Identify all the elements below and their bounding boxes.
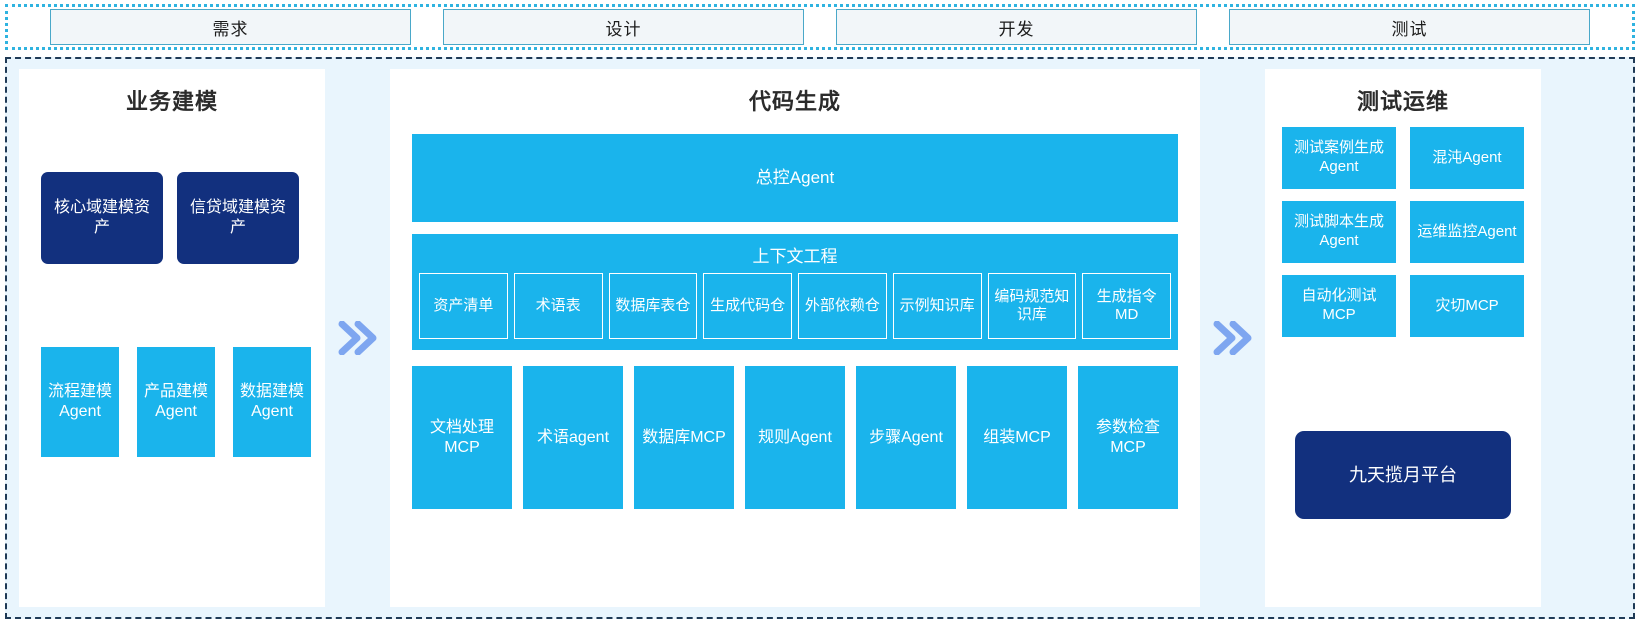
panel-title-test-ops: 测试运维 — [1356, 89, 1449, 114]
tool-assembly-mcp[interactable]: 组装MCP — [967, 366, 1067, 509]
context-engineering-title: 上下文工程 — [752, 247, 838, 266]
context-item-asset-inventory[interactable]: 资产清单 — [419, 273, 508, 339]
tools-row: 文档处理MCP 术语agent 数据库MCP 规则Agent 步骤Agent 组… — [412, 366, 1178, 509]
double-chevron-right-icon — [338, 321, 376, 355]
platform-jiutian-lanyue[interactable]: 九天揽月平台 — [1295, 431, 1511, 519]
tool-document-processing-mcp[interactable]: 文档处理MCP — [412, 366, 512, 509]
panel-title-business-modeling: 业务建模 — [125, 89, 218, 114]
context-item-generated-code-repo[interactable]: 生成代码仓 — [703, 273, 792, 339]
phase-box-development[interactable]: 开发 — [836, 9, 1197, 45]
ops-automated-test-mcp[interactable]: 自动化测试MCP — [1282, 275, 1396, 337]
ops-test-script-generation-agent[interactable]: 测试脚本生成Agent — [1282, 201, 1396, 263]
architecture-stage: 业务建模 核心域建模资产 信贷域建模资产 流程建模Agent 产品建模Agent… — [5, 57, 1635, 619]
asset-credit-domain[interactable]: 信贷域建模资产 — [177, 172, 299, 264]
ops-test-case-generation-agent[interactable]: 测试案例生成Agent — [1282, 127, 1396, 189]
phase-strip: 需求 设计 开发 测试 — [5, 4, 1635, 50]
phase-label: 需求 — [212, 19, 249, 39]
panel-code-generation: 代码生成 总控Agent 上下文工程 资产清单 术语表 数据库表仓 生成代码仓 … — [390, 69, 1200, 607]
context-item-db-table-repo[interactable]: 数据库表仓 — [608, 273, 698, 339]
context-item-external-dependency-repo[interactable]: 外部依赖仓 — [798, 273, 887, 339]
phase-label: 开发 — [998, 19, 1035, 39]
phase-label: 测试 — [1391, 19, 1428, 39]
tool-step-agent[interactable]: 步骤Agent — [856, 366, 956, 509]
ops-monitoring-agent[interactable]: 运维监控Agent — [1410, 201, 1524, 263]
tool-parameter-check-mcp[interactable]: 参数检查MCP — [1078, 366, 1178, 509]
phase-box-requirements[interactable]: 需求 — [50, 9, 411, 45]
phase-box-design[interactable]: 设计 — [443, 9, 804, 45]
panel-business-modeling: 业务建模 核心域建模资产 信贷域建模资产 流程建模Agent 产品建模Agent… — [19, 69, 325, 607]
tool-glossary-agent[interactable]: 术语agent — [523, 366, 623, 509]
context-engineering-block: 上下文工程 资产清单 术语表 数据库表仓 生成代码仓 外部依赖仓 示例知识库 编… — [412, 234, 1178, 350]
flow-arrow-left — [325, 69, 390, 607]
ops-chaos-agent[interactable]: 混沌Agent — [1410, 127, 1524, 189]
panel-title-code-generation: 代码生成 — [748, 89, 841, 114]
context-item-example-knowledge-base[interactable]: 示例知识库 — [892, 273, 982, 339]
flow-arrow-right — [1200, 69, 1265, 607]
test-ops-grid: 测试案例生成Agent 混沌Agent 测试脚本生成Agent 运维监控Agen… — [1282, 127, 1524, 337]
tool-rule-agent[interactable]: 规则Agent — [745, 366, 845, 509]
agent-data-modeling[interactable]: 数据建模Agent — [233, 347, 311, 457]
business-assets-group: 核心域建模资产 信贷域建模资产 — [41, 172, 299, 264]
phase-label: 设计 — [605, 19, 642, 39]
phase-box-testing[interactable]: 测试 — [1229, 9, 1590, 45]
agent-product-modeling[interactable]: 产品建模Agent — [137, 347, 215, 457]
agent-process-modeling[interactable]: 流程建模Agent — [41, 347, 119, 457]
business-agents-group: 流程建模Agent 产品建模Agent 数据建模Agent — [41, 347, 311, 457]
context-item-coding-standard-knowledge-base[interactable]: 编码规范知识库 — [987, 273, 1077, 339]
asset-core-domain[interactable]: 核心域建模资产 — [41, 172, 163, 264]
context-item-generation-instruction-md[interactable]: 生成指令MD — [1082, 273, 1171, 339]
ops-disaster-recovery-mcp[interactable]: 灾切MCP — [1410, 275, 1524, 337]
controller-agent-bar[interactable]: 总控Agent — [412, 134, 1178, 222]
panel-test-ops: 测试运维 测试案例生成Agent 混沌Agent 测试脚本生成Agent 运维监… — [1265, 69, 1541, 607]
tool-database-mcp[interactable]: 数据库MCP — [634, 366, 734, 509]
context-item-glossary[interactable]: 术语表 — [513, 273, 603, 339]
double-chevron-right-icon — [1213, 321, 1251, 355]
context-items-row: 资产清单 术语表 数据库表仓 生成代码仓 外部依赖仓 示例知识库 编码规范知识库… — [412, 273, 1178, 339]
